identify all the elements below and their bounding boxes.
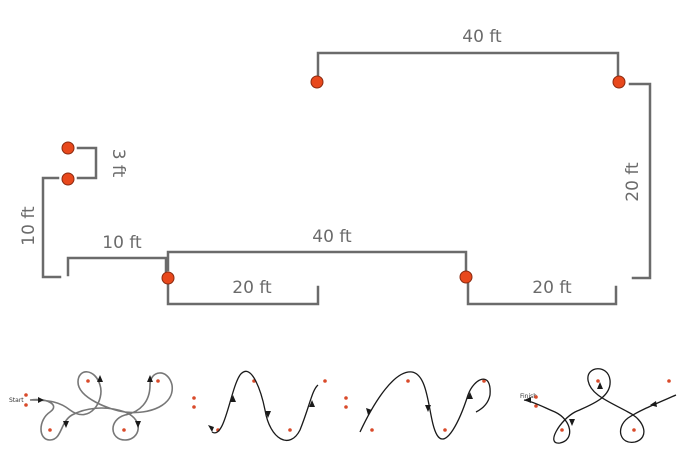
top-span-label: 40 ft bbox=[462, 27, 502, 47]
pattern-2-cone bbox=[192, 405, 196, 409]
cones bbox=[61, 75, 626, 285]
dimension-lines bbox=[41, 51, 652, 306]
cone-middle-right bbox=[459, 270, 473, 284]
pattern-3-cone bbox=[406, 379, 410, 383]
arrow-icon bbox=[147, 375, 153, 382]
pattern-2-cone bbox=[288, 428, 292, 432]
arrow-icon bbox=[597, 382, 603, 389]
top-span-bracket bbox=[316, 51, 620, 82]
middle-span-bracket bbox=[166, 250, 468, 272]
lower-left-label: 20 ft bbox=[232, 278, 272, 298]
pattern-1-cone bbox=[24, 393, 28, 397]
pattern-3-cone bbox=[344, 405, 348, 409]
arrow-icon bbox=[425, 405, 431, 412]
arrow-icon bbox=[650, 401, 657, 407]
pattern-2 bbox=[192, 370, 327, 442]
pattern-3-cone bbox=[443, 428, 447, 432]
pattern-1-cone bbox=[24, 403, 28, 407]
arrow-icon bbox=[569, 419, 575, 426]
arrow-icon bbox=[135, 421, 141, 428]
left-vertical-label: 10 ft bbox=[19, 206, 39, 246]
start-label: Start bbox=[9, 397, 24, 404]
pattern-4: Finish bbox=[520, 368, 677, 444]
pattern-4-cone bbox=[534, 395, 538, 399]
lower-right-bracket bbox=[466, 282, 618, 306]
pattern-1-cone bbox=[48, 428, 52, 432]
middle-span-label: 40 ft bbox=[312, 227, 352, 247]
arrow-icon bbox=[467, 392, 473, 399]
pattern-3-cone bbox=[482, 379, 486, 383]
pattern-4-cone bbox=[534, 404, 538, 408]
arrow-icon bbox=[230, 395, 236, 402]
pattern-4-cone bbox=[596, 379, 600, 383]
arrow-icon bbox=[309, 400, 315, 407]
small-vertical-label: 3 ft bbox=[108, 149, 128, 178]
arrow-icon bbox=[63, 421, 69, 428]
lower-left-bracket bbox=[166, 282, 320, 306]
left-horizontal-bracket bbox=[66, 256, 168, 277]
cone-lower-small bbox=[61, 172, 75, 186]
left-horizontal-label: 10 ft bbox=[102, 233, 142, 253]
pattern-3-path bbox=[359, 371, 491, 440]
pattern-3 bbox=[344, 371, 491, 440]
right-vertical-label: 20 ft bbox=[623, 162, 643, 202]
cone-top-left bbox=[310, 75, 324, 89]
cone-middle-left bbox=[161, 271, 175, 285]
arrow-icon bbox=[366, 408, 372, 415]
cone-upper-small bbox=[61, 141, 75, 155]
cone-top-right bbox=[612, 75, 626, 89]
small-vertical-bracket bbox=[76, 146, 98, 180]
finish-label: Finish bbox=[520, 393, 537, 400]
right-vertical-bracket bbox=[628, 82, 652, 280]
pattern-1-cone bbox=[156, 379, 160, 383]
pattern-1-path bbox=[29, 371, 173, 441]
pattern-2-cone bbox=[192, 396, 196, 400]
pattern-4-cone bbox=[667, 379, 671, 383]
left-vertical-bracket bbox=[41, 176, 62, 279]
arrow-icon bbox=[208, 425, 214, 432]
arrow-icon bbox=[265, 411, 271, 418]
arrow-icon bbox=[524, 397, 531, 403]
arrow-icon bbox=[97, 375, 103, 382]
pattern-4-path bbox=[523, 368, 677, 444]
dimension-labels: 40 ft 20 ft 3 ft 10 ft 10 ft 40 ft 20 ft… bbox=[19, 27, 643, 298]
lower-right-label: 20 ft bbox=[532, 278, 572, 298]
pattern-2-cone bbox=[323, 379, 327, 383]
pattern-2-path bbox=[211, 370, 319, 442]
pattern-4-cone bbox=[632, 428, 636, 432]
arrow-icon bbox=[38, 397, 44, 403]
pattern-1-cone bbox=[122, 428, 126, 432]
pattern-1: Start bbox=[9, 371, 173, 441]
pattern-3-cone bbox=[370, 428, 374, 432]
pattern-4-cone bbox=[560, 428, 564, 432]
pattern-3-cone bbox=[344, 396, 348, 400]
pattern-1-cone bbox=[86, 379, 90, 383]
